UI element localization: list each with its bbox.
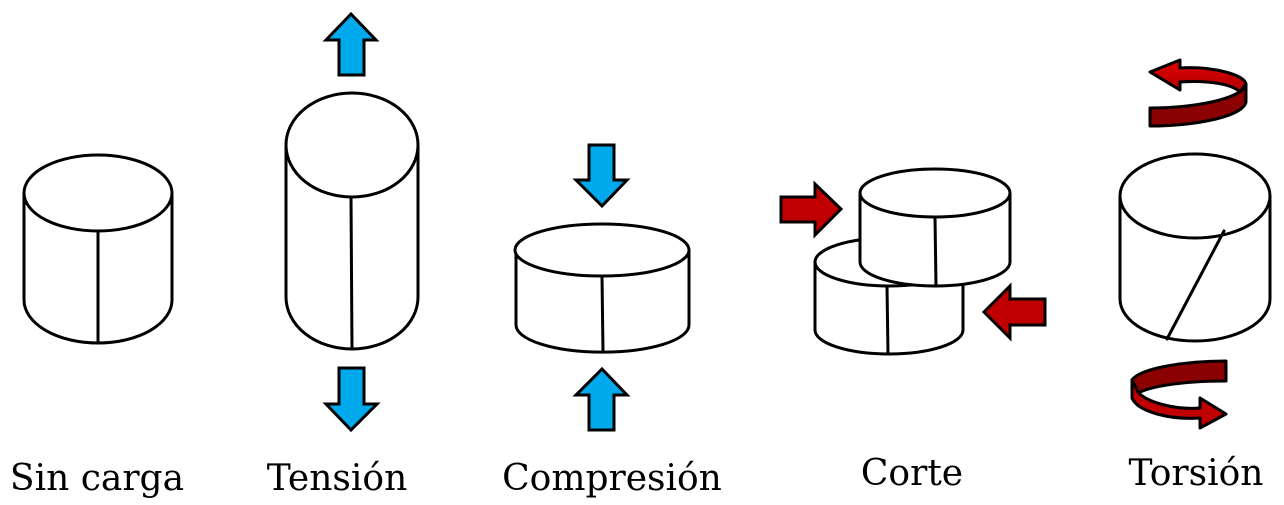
tension-arrow-down-icon [322,366,381,433]
compression-cylinder [513,222,691,354]
tension-arrow-up-icon [322,11,380,77]
label-shear: Corte [861,453,963,494]
torsion-cylinder [1118,152,1272,343]
label-tension: Tensión [267,458,408,499]
compression-arrow-up-icon [572,366,631,432]
label-torsion: Torsión [1129,453,1264,494]
label-no-load: Sin carga [10,458,184,499]
tension-cylinder [284,91,420,351]
torsion-arrow-bottom-icon [1130,359,1228,430]
shear-upper-cylinder [858,167,1012,288]
no-load-cylinder [22,153,174,345]
label-compression: Compresión [502,458,722,499]
shear-arrow-right-icon [779,180,844,239]
shear-arrow-left-icon [981,282,1047,342]
compression-arrow-down-icon [572,143,631,209]
torsion-arrow-top-icon [1148,58,1248,128]
